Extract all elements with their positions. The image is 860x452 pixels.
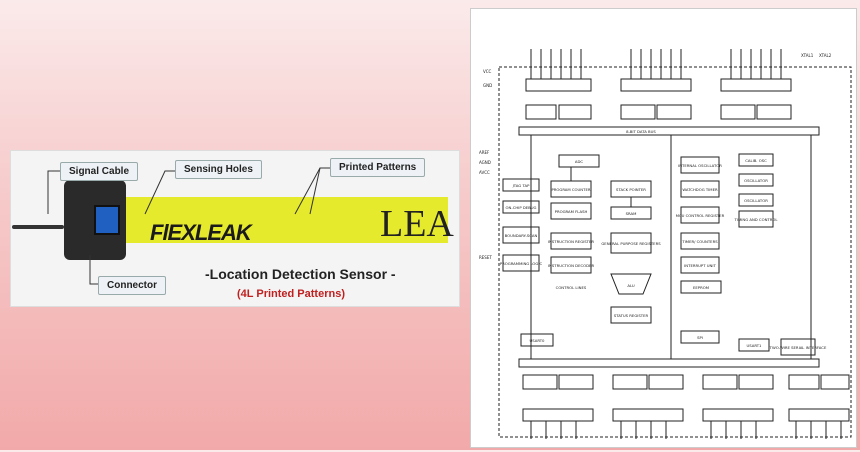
block-plogic: PROGRAMMING LOGIC <box>500 261 543 266</box>
block-timing: TIMING AND CONTROL <box>734 217 779 222</box>
block-gpr: GENERAL PURPOSE REGISTERS <box>601 241 661 246</box>
block-ocd: ON-CHIP DEBUG <box>506 205 537 210</box>
block-usart0: USART0 <box>530 338 546 343</box>
block-jtag: JTAG TAP <box>512 183 530 188</box>
callout-signal-cable: Signal Cable <box>60 162 138 181</box>
block-bscan: BOUNDARY-SCAN <box>505 233 538 238</box>
block-eeprom: EEPROM <box>693 285 709 290</box>
block-wdt: WATCHDOG TIMER <box>682 187 718 192</box>
block-diagram-panel: ADC JTAG TAP ON-CHIP DEBUG BOUNDARY-SCAN… <box>470 8 857 448</box>
block-usart1: USART1 <box>747 343 763 348</box>
xtal1-label: XTAL1 <box>801 53 814 58</box>
callout-sensing-holes: Sensing Holes <box>175 160 262 179</box>
block-sram: SRAM <box>626 211 637 216</box>
xtal2-label: XTAL2 <box>819 53 832 58</box>
block-osc2: OSCILLATOR <box>744 198 768 203</box>
block-spi: SPI <box>697 335 703 340</box>
block-sp: STACK POINTER <box>616 187 646 192</box>
sensor-caption: -Location Detection Sensor - <box>205 266 396 282</box>
block-calib: CALIB. OSC <box>745 158 767 163</box>
agnd-label: AGND <box>479 160 491 165</box>
block-diagram: ADC JTAG TAP ON-CHIP DEBUG BOUNDARY-SCAN… <box>471 9 856 447</box>
block-mcu: MCU CONTROL REGISTER <box>676 213 725 218</box>
block-irq: INTERRUPT UNIT <box>684 263 716 268</box>
gnd-label: GND <box>483 83 492 88</box>
block-pc: PROGRAM COUNTER <box>551 187 590 192</box>
databus-label: 8-BIT DATA BUS <box>626 129 656 134</box>
callout-printed-patterns: Printed Patterns <box>330 158 425 177</box>
block-timers: TIMER/ COUNTERS <box>681 239 718 244</box>
block-adc: ADC <box>575 159 584 164</box>
block-twi: TWO-WIRE SERIAL INTERFACE <box>769 345 827 350</box>
block-status: STATUS REGISTER <box>614 313 649 318</box>
block-osc-int: INTERNAL OSCILLATOR <box>678 163 722 168</box>
avcc-label: AVCC <box>479 170 490 175</box>
block-ireg: INSTRUCTION REGISTER <box>548 239 594 244</box>
vcc-label: VCC <box>483 69 492 74</box>
callout-connector: Connector <box>98 276 166 295</box>
sensor-subcaption: (4L Printed Patterns) <box>237 288 345 300</box>
block-flash: PROGRAM FLASH <box>555 209 588 214</box>
block-osc1: OSCILLATOR <box>744 178 768 183</box>
aref-label: AREF <box>479 150 490 155</box>
block-ctrl: CONTROL LINES <box>556 285 587 290</box>
block-alu: ALU <box>627 283 635 288</box>
reset-label: RESET <box>479 255 492 260</box>
block-idec: INSTRUCTION DECODER <box>548 263 595 268</box>
